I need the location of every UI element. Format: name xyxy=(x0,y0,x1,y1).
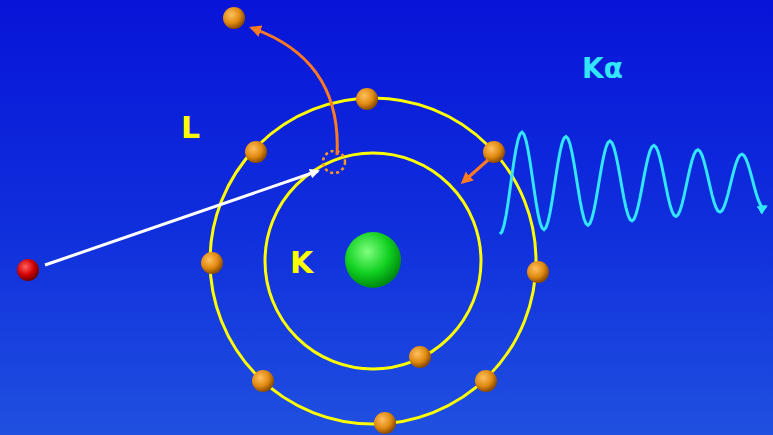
l-shell xyxy=(210,98,536,424)
k-shell xyxy=(265,153,481,369)
nucleus xyxy=(345,232,401,288)
incident-electron xyxy=(17,259,39,281)
electrons xyxy=(201,7,549,434)
vacancy xyxy=(323,151,345,173)
line-label: Kα xyxy=(582,55,623,83)
shell-label: L xyxy=(181,113,200,143)
ejection-arrow xyxy=(252,28,337,155)
x-ray-photon xyxy=(500,132,766,234)
incident-path xyxy=(45,171,318,265)
shell-label: K xyxy=(290,248,313,278)
transition-arrow xyxy=(463,160,488,182)
